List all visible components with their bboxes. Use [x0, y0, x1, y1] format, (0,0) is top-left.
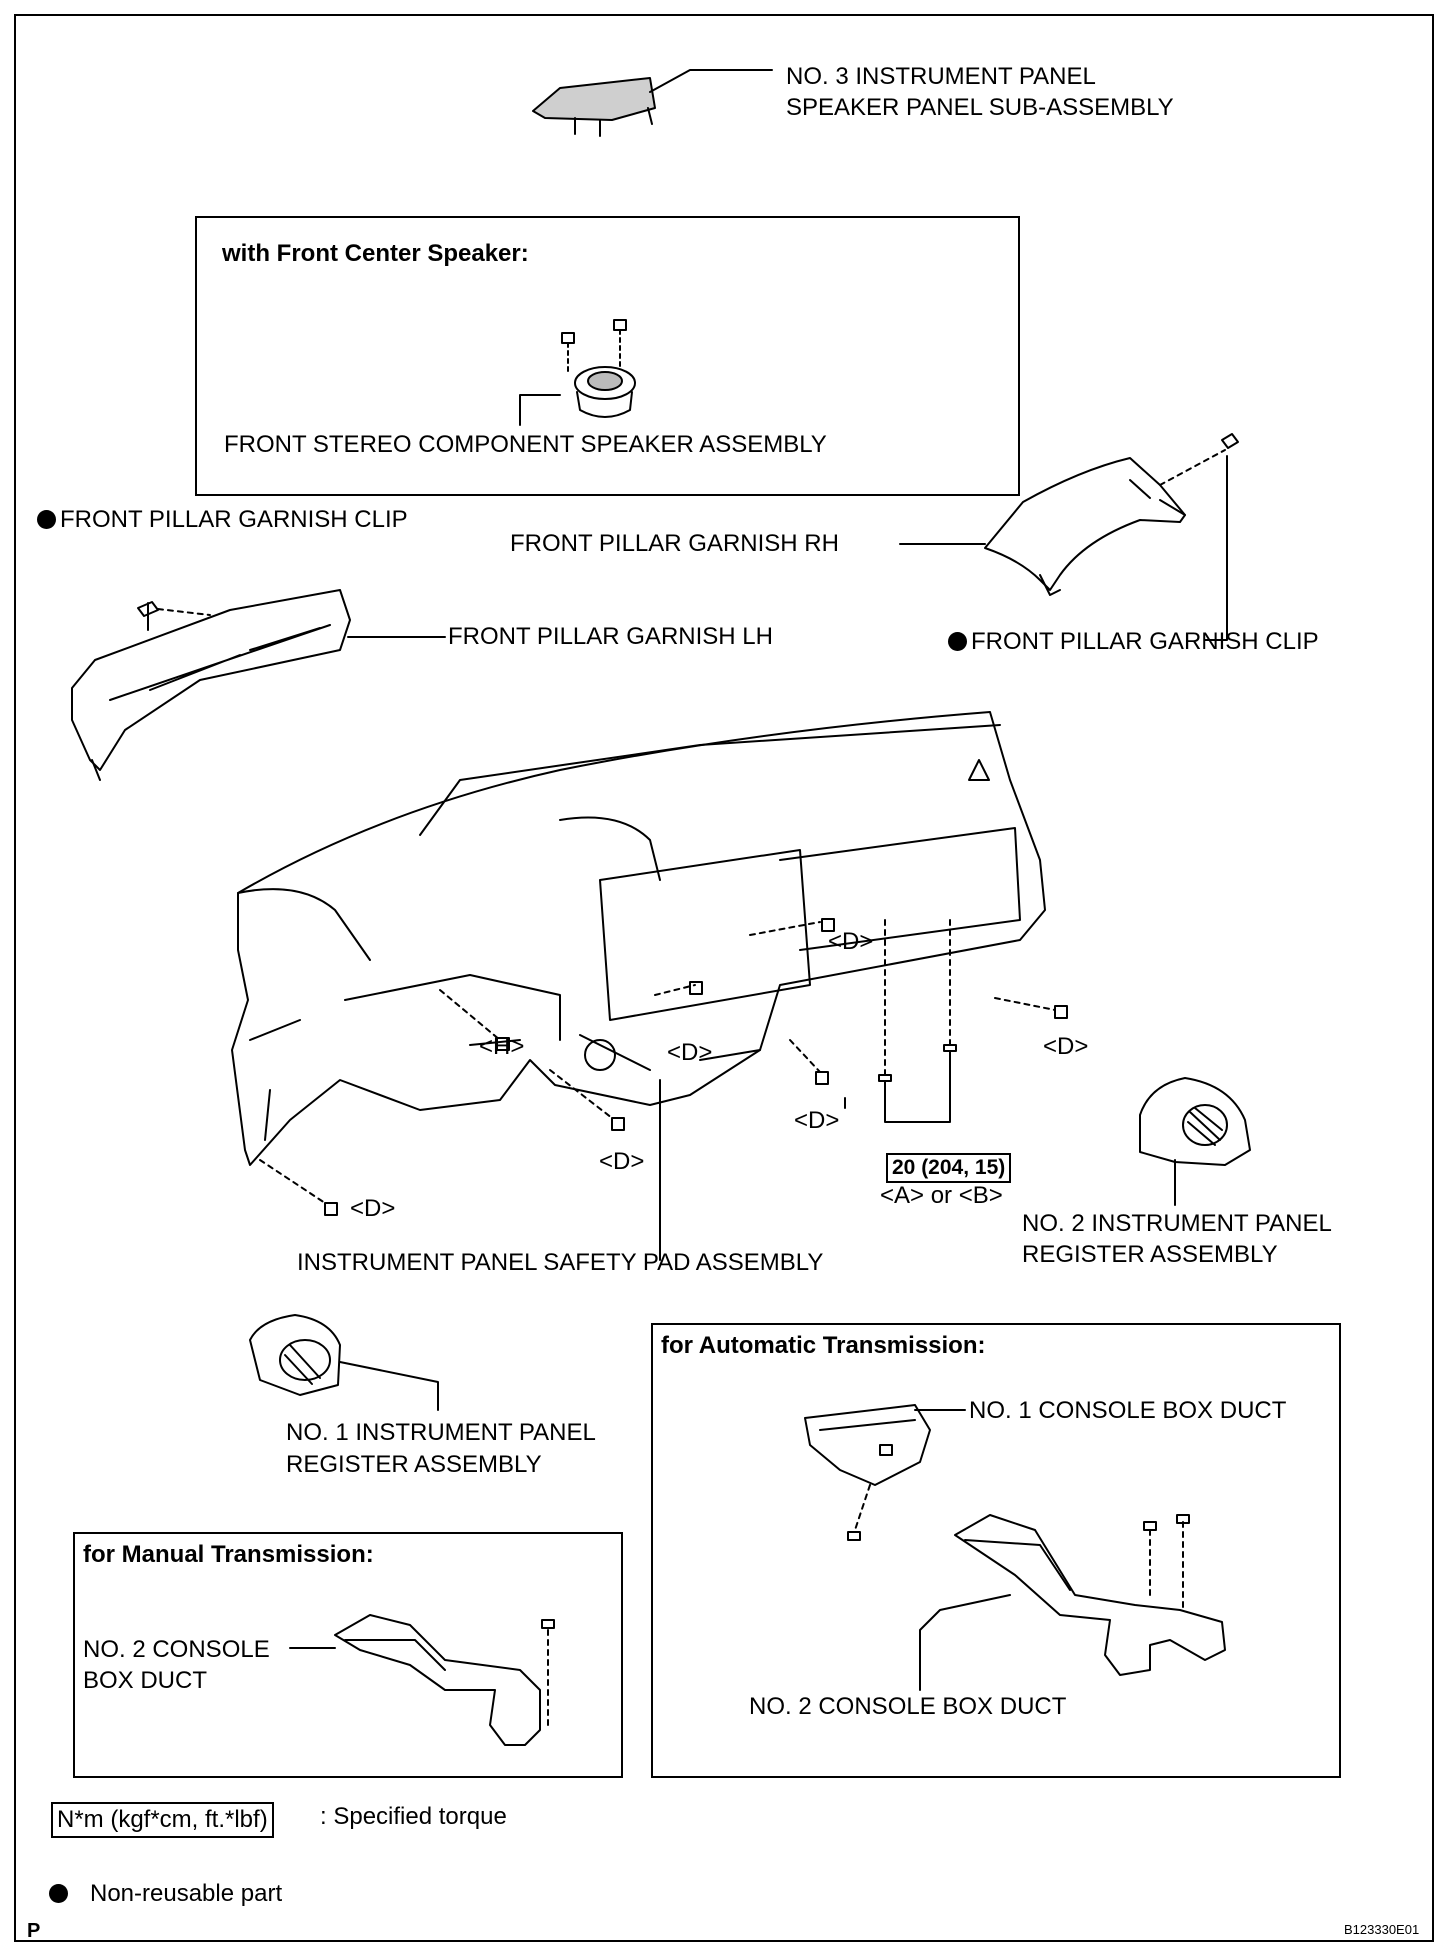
garnish-rh-part	[899, 433, 1239, 641]
torque-value-box: 20 (204, 15)	[886, 1153, 1012, 1183]
label-front-stereo-speaker: FRONT STEREO COMPONENT SPEAKER ASSEMBLY	[224, 431, 827, 458]
label-clip-left: FRONT PILLAR GARNISH CLIP	[37, 504, 408, 535]
bolt-leaders	[259, 919, 1056, 1204]
register-no2-part	[1139, 1077, 1251, 1206]
label-d-5: <D>	[599, 1148, 645, 1175]
label-clip-right: FRONT PILLAR GARNISH CLIP	[948, 626, 1319, 657]
label-d-6: <D>	[350, 1195, 396, 1222]
label-safety-pad: INSTRUMENT PANEL SAFETY PAD ASSEMBLY	[297, 1249, 824, 1276]
nonreusable-dot-icon	[49, 1884, 68, 1903]
front-stereo-speaker-part	[519, 319, 636, 426]
bolts	[324, 918, 1068, 1216]
label-d-3: <D>	[1043, 1033, 1089, 1060]
speaker-panel-part	[532, 69, 773, 137]
clip-left-text: FRONT PILLAR GARNISH CLIP	[60, 506, 408, 533]
nonreusable-dot-icon	[37, 510, 56, 529]
figure-id: B123330E01	[1344, 1922, 1420, 1937]
label-d-4: <D>	[794, 1107, 840, 1134]
diagram-frame	[14, 14, 1434, 1942]
clip-right-text: FRONT PILLAR GARNISH CLIP	[971, 628, 1319, 655]
page-letter: P	[27, 1920, 41, 1942]
label-a-or-b: <A> or <B>	[880, 1182, 1003, 1209]
label-garnish-rh: FRONT PILLAR GARNISH RH	[510, 530, 839, 557]
label-register-no1-line2: REGISTER ASSEMBLY	[286, 1451, 542, 1478]
label-console-duct-no1: NO. 1 CONSOLE BOX DUCT	[969, 1397, 1287, 1424]
console-duct-no2-auto-part	[919, 1514, 1226, 1691]
garnish-lh-part	[71, 589, 446, 781]
label-register-no2-line2: REGISTER ASSEMBLY	[1022, 1241, 1278, 1268]
legend-nonreusable: Non-reusable part	[49, 1878, 282, 1909]
legend-nonreusable-text: Non-reusable part	[90, 1880, 283, 1907]
label-d-2: <D>	[667, 1039, 713, 1066]
torque-leader	[884, 1064, 951, 1123]
label-register-no1-line1: NO. 1 INSTRUMENT PANEL	[286, 1419, 596, 1446]
torque-value-text: 20 (204, 15)	[892, 1156, 1006, 1179]
safety-pad-part	[231, 711, 1046, 1261]
label-d-1: <D>	[828, 928, 874, 955]
label-h: <H>	[479, 1033, 525, 1060]
automatic-transmission-box: for Automatic Transmission: NO. 1 CONSOL…	[651, 1323, 1341, 1778]
front-center-speaker-box: with Front Center Speaker: FRONT STEREO …	[195, 216, 1020, 496]
label-garnish-lh: FRONT PILLAR GARNISH LH	[448, 623, 773, 650]
console-duct-no2-manual-part	[289, 1614, 555, 1746]
legend-torque-unit-box: N*m (kgf*cm, ft.*lbf)	[51, 1802, 274, 1838]
manual-box-title: for Manual Transmission:	[83, 1541, 374, 1568]
legend-torque-unit-text: N*m (kgf*cm, ft.*lbf)	[57, 1806, 268, 1833]
nonreusable-dot-icon	[948, 632, 967, 651]
label-register-no2-line1: NO. 2 INSTRUMENT PANEL	[1022, 1210, 1332, 1237]
register-no1-part	[249, 1314, 439, 1411]
label-speaker-panel-line1: NO. 3 INSTRUMENT PANEL	[786, 63, 1096, 90]
front-center-box-title: with Front Center Speaker:	[222, 240, 529, 267]
legend-torque-desc: : Specified torque	[320, 1803, 507, 1830]
manual-transmission-box: for Manual Transmission: NO. 2 CONSOLE B…	[73, 1532, 623, 1778]
label-console-duct-no2-manual-line1: NO. 2 CONSOLE	[83, 1636, 270, 1663]
auto-box-title: for Automatic Transmission:	[661, 1332, 986, 1359]
console-duct-no1-part	[804, 1404, 966, 1541]
label-console-duct-no2-manual-line2: BOX DUCT	[83, 1667, 208, 1694]
label-console-duct-no2-auto: NO. 2 CONSOLE BOX DUCT	[749, 1693, 1067, 1720]
label-speaker-panel-line2: SPEAKER PANEL SUB-ASSEMBLY	[786, 94, 1174, 121]
